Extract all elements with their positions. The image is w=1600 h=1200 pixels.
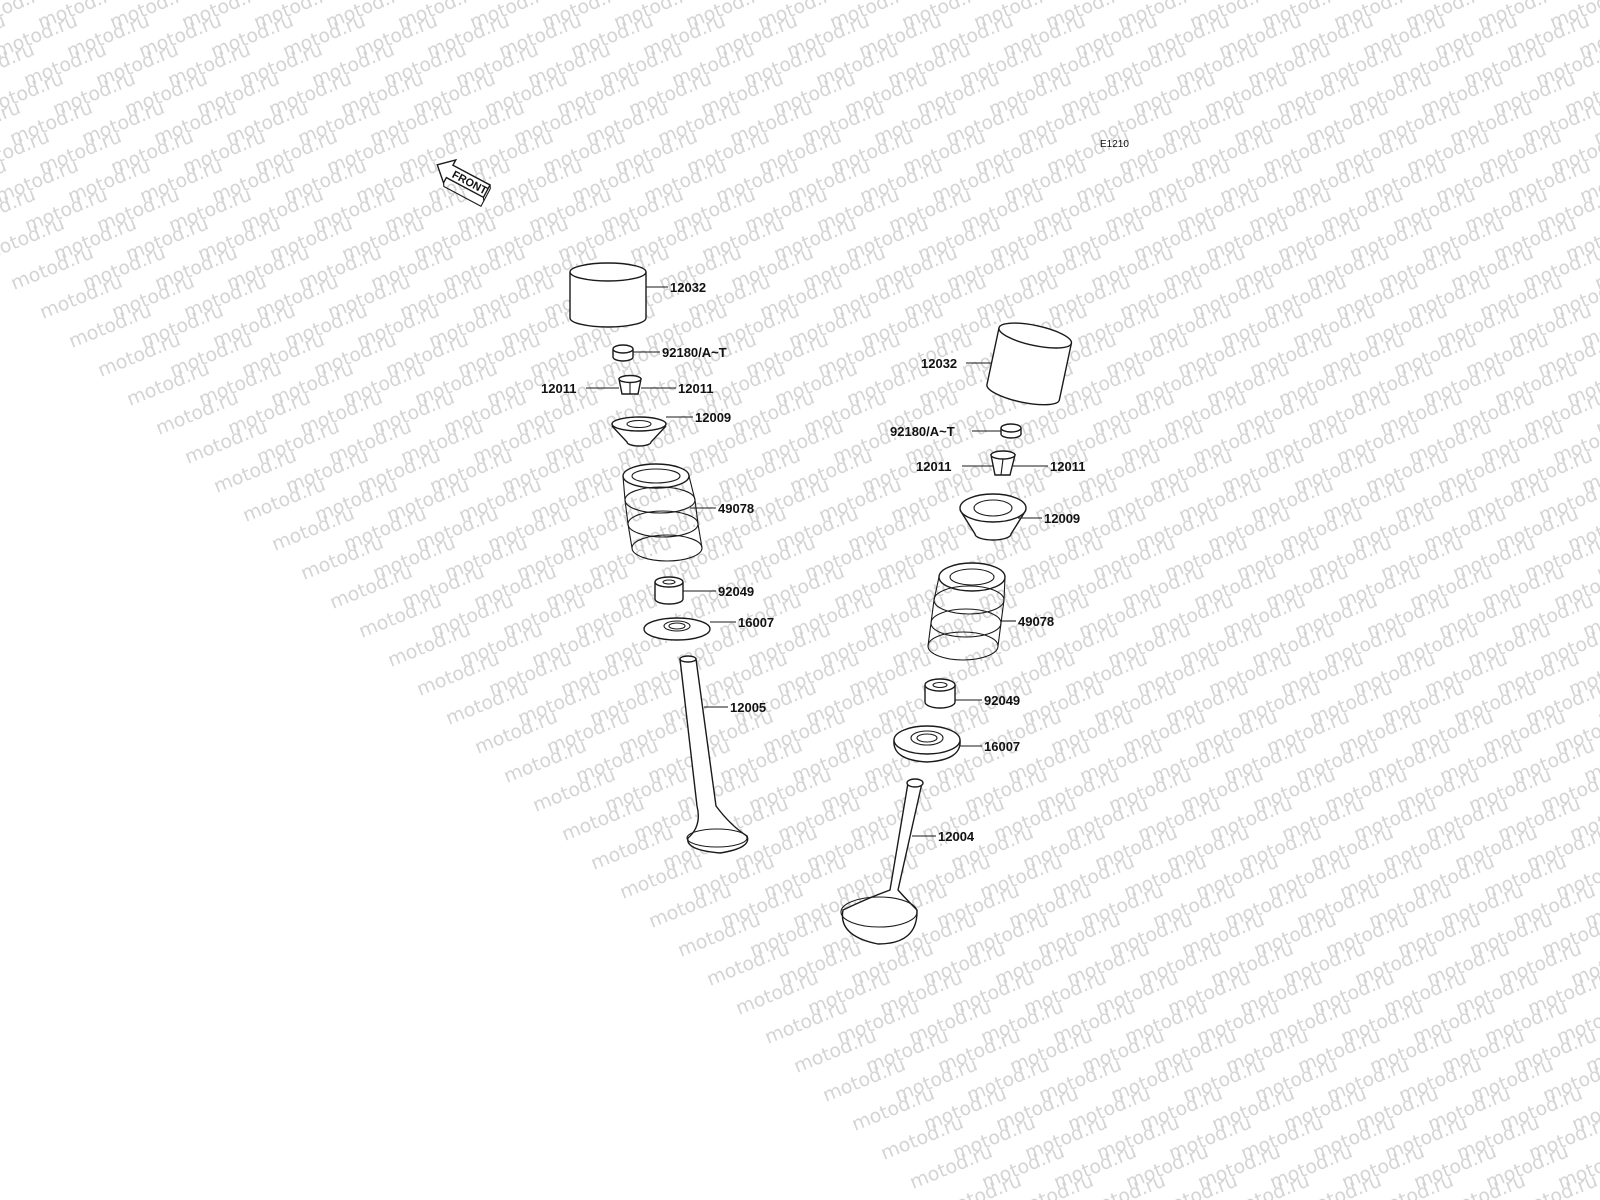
tappet-part — [986, 322, 1073, 406]
tappet-label: 12032 — [921, 356, 957, 371]
cotter-part — [990, 450, 1016, 476]
spring-seat-label: 16007 — [738, 615, 774, 630]
tappet-label: 12032 — [670, 280, 706, 295]
stem-seal-label: 92049 — [984, 693, 1020, 708]
stem-seal-part — [654, 576, 684, 605]
stem-seal-part — [924, 678, 956, 709]
shim-label: 92180/A~T — [890, 424, 955, 439]
spring-seat-label: 16007 — [984, 739, 1020, 754]
valve-label: 12005 — [730, 700, 766, 715]
shim-part — [1000, 423, 1022, 439]
stem-seal-label: 92049 — [718, 584, 754, 599]
spring-label: 49078 — [1018, 614, 1054, 629]
shim-label: 92180/A~T — [662, 345, 727, 360]
left-valve-assembly: 12032 92180/A~T 12011 12011 — [541, 262, 774, 854]
spring-part — [622, 463, 703, 562]
spring-seat-part — [643, 617, 711, 641]
cotter-part — [618, 374, 642, 395]
retainer-label: 12009 — [1044, 511, 1080, 526]
cotter-right-label: 12011 — [678, 381, 713, 396]
retainer-part — [611, 416, 667, 447]
spring-label: 49078 — [718, 501, 754, 516]
shim-part — [612, 344, 634, 362]
front-arrow-icon: FRONT — [436, 158, 491, 207]
diagram-code: E1210 — [1100, 139, 1129, 150]
cotter-left-label: 12011 — [916, 459, 951, 474]
cotter-left-label: 12011 — [541, 381, 576, 396]
tappet-part — [569, 262, 647, 328]
valve-part — [840, 778, 924, 945]
cotter-right-label: 12011 — [1050, 459, 1085, 474]
spring-seat-part — [893, 725, 961, 763]
valve-label: 12004 — [938, 829, 975, 844]
retainer-part — [959, 493, 1027, 541]
right-valve-assembly: 12032 92180/A~T 12011 12011 — [840, 322, 1085, 945]
valve-part — [679, 655, 749, 854]
spring-part — [927, 562, 1006, 661]
retainer-label: 12009 — [695, 410, 731, 425]
